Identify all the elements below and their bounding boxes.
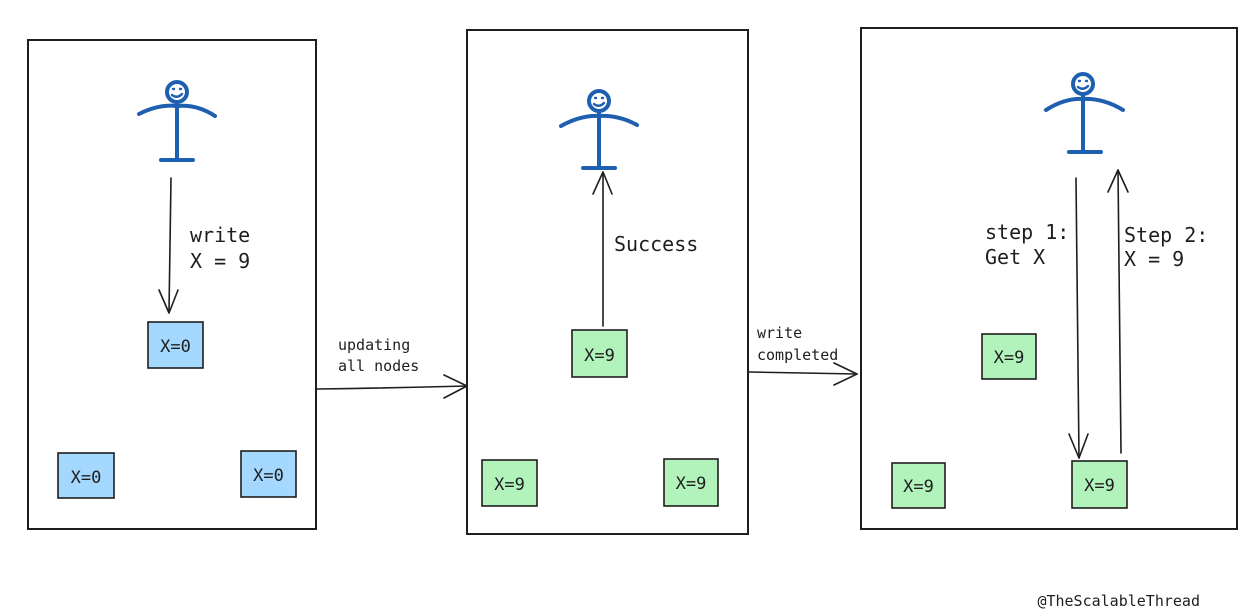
node-panel3-right: X=9 <box>1071 460 1128 509</box>
write-label-line1: write <box>190 223 250 247</box>
node-value: X=0 <box>160 337 191 357</box>
success-label: Success <box>614 232 698 256</box>
node-panel3-left: X=9 <box>891 462 946 509</box>
write-completed-arrow <box>748 362 858 386</box>
get-x-arrow <box>1068 177 1089 459</box>
node-value: X=9 <box>1084 476 1115 496</box>
node-panel2-left: X=9 <box>481 459 538 507</box>
user-icon-3 <box>1044 72 1125 154</box>
step1-label-line2: Get X <box>985 245 1045 269</box>
node-value: X=9 <box>994 348 1025 368</box>
node-value: X=0 <box>253 466 284 486</box>
node-panel1-left: X=0 <box>57 452 115 499</box>
update-all-nodes-arrow <box>316 374 468 399</box>
write-label-line2: X = 9 <box>190 249 250 273</box>
panel-before-write <box>27 39 317 530</box>
node-panel2-right: X=9 <box>663 458 719 507</box>
step1-label-line1: step 1: <box>985 220 1069 244</box>
updating-label-line2: all nodes <box>338 357 419 375</box>
completed-label-line2: completed <box>757 346 838 364</box>
node-panel2-top: X=9 <box>571 329 628 378</box>
node-value: X=0 <box>71 468 102 488</box>
step2-label-line1: Step 2: <box>1124 223 1208 247</box>
panel-after-update <box>466 29 749 535</box>
watermark: @TheScalableThread <box>1037 592 1200 610</box>
write-arrow <box>158 177 179 314</box>
node-value: X=9 <box>494 475 525 495</box>
node-value: X=9 <box>903 477 934 497</box>
node-value: X=9 <box>584 346 615 366</box>
node-value: X=9 <box>676 474 707 494</box>
success-arrow <box>592 171 613 327</box>
updating-label-line1: updating <box>338 336 410 354</box>
panel-read <box>860 27 1238 530</box>
step2-label-line2: X = 9 <box>1124 247 1184 271</box>
user-icon-2 <box>559 89 639 170</box>
completed-label-line1: write <box>757 324 802 342</box>
return-x-arrow <box>1107 169 1129 454</box>
node-panel3-top: X=9 <box>981 333 1037 380</box>
user-icon-1 <box>137 80 217 162</box>
node-panel1-right: X=0 <box>240 450 297 498</box>
node-panel1-top: X=0 <box>147 321 204 369</box>
